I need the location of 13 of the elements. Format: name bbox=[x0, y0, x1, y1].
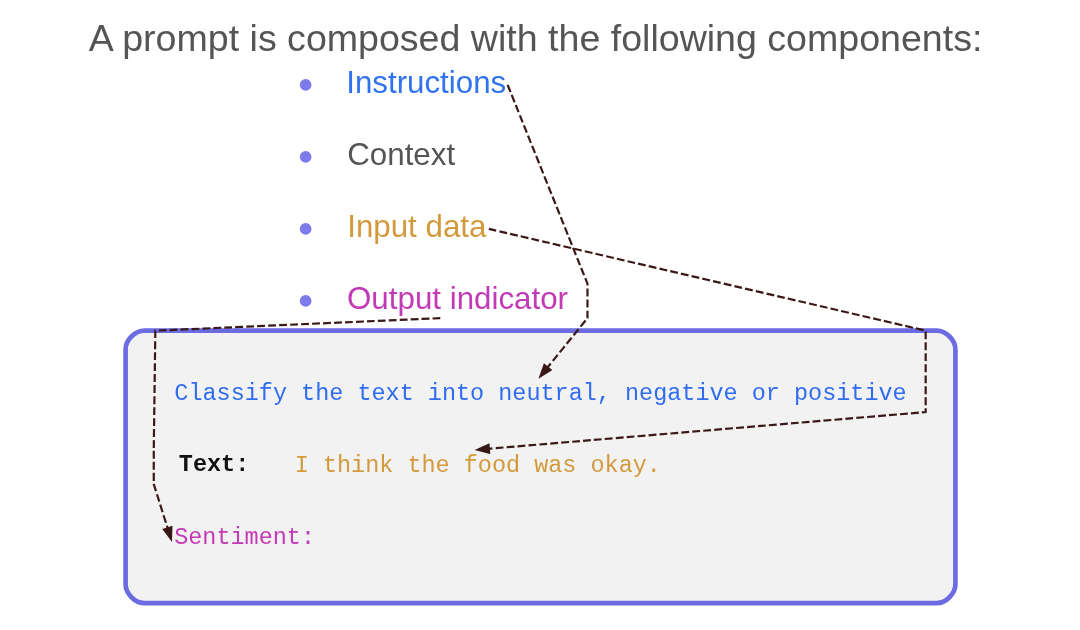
node-text: Output indicator bbox=[346, 280, 568, 316]
arrow bbox=[152, 317, 440, 543]
diagram-title: A prompt is composed with the following components: bbox=[88, 16, 982, 59]
node-text: Text: bbox=[178, 450, 249, 478]
cluster bbox=[122, 328, 958, 606]
node-text: Context bbox=[346, 136, 455, 172]
arrow bbox=[506, 84, 589, 379]
node-text: I think the food was okay. bbox=[294, 452, 661, 480]
arrow bbox=[474, 227, 927, 454]
node-text: Classify the text into neutral, negative or positive bbox=[173, 380, 907, 408]
node-text: Sentiment: bbox=[173, 524, 315, 552]
node-text: Input data bbox=[346, 208, 486, 244]
node-text: Instructions bbox=[345, 64, 506, 100]
